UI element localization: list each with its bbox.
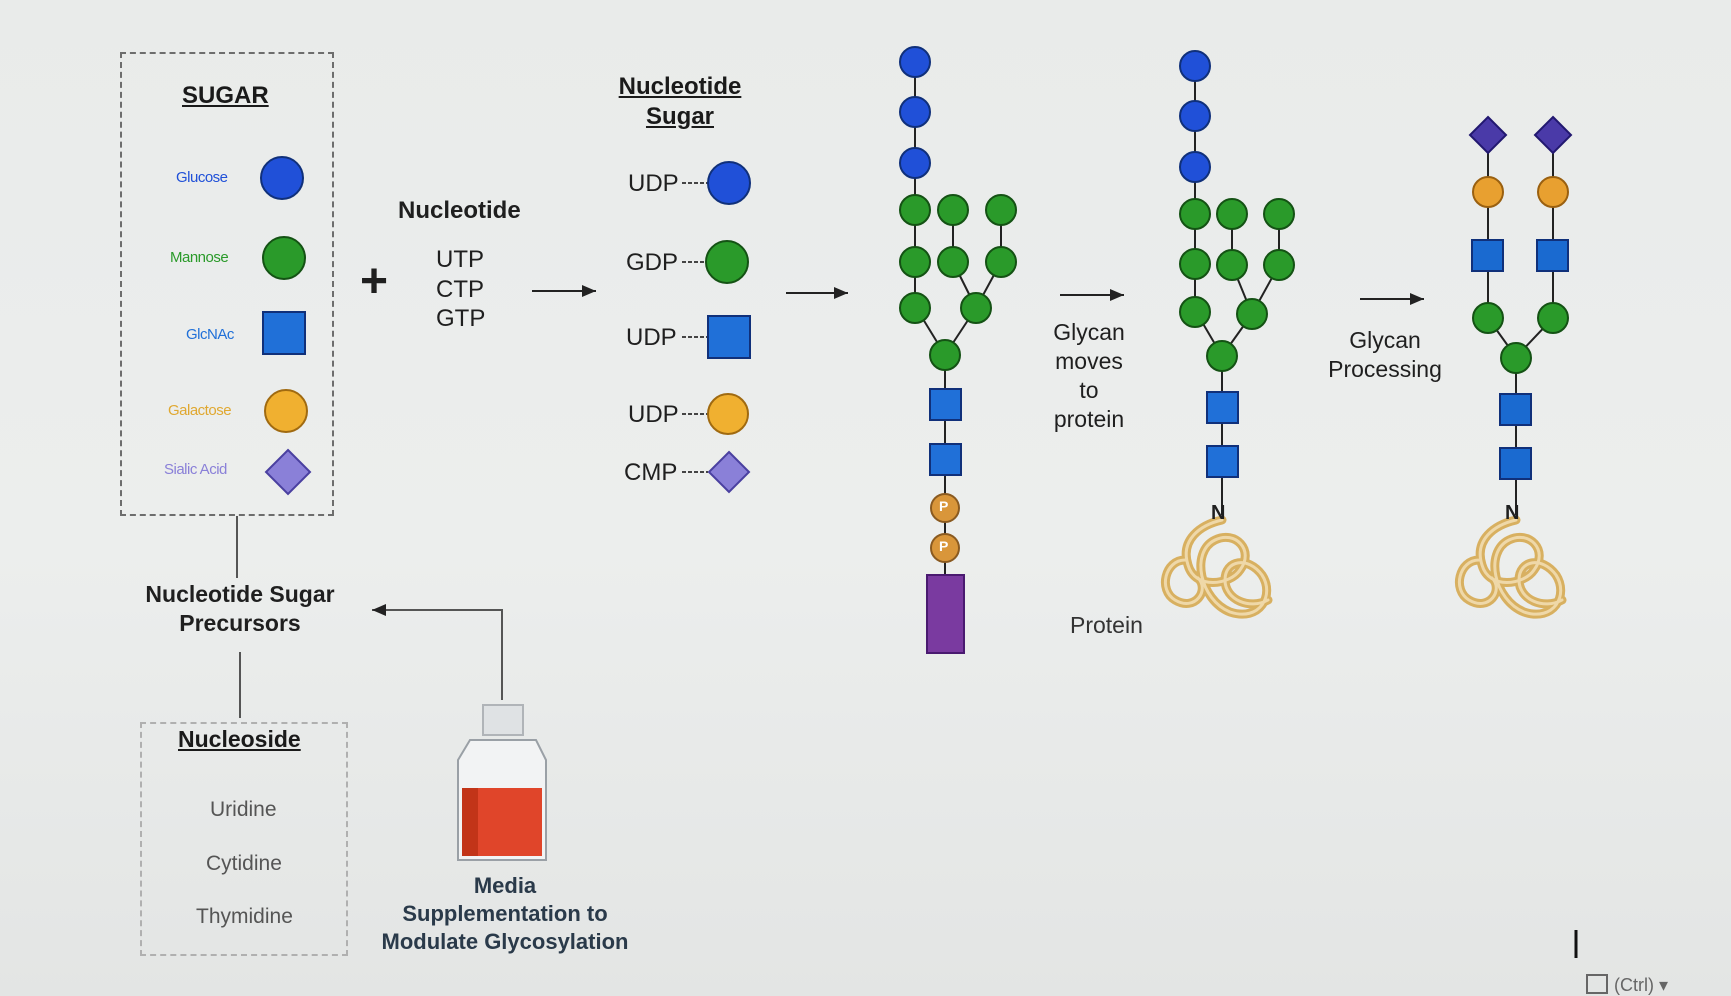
phosphate-icon	[930, 493, 960, 523]
lipid-linked-glycan	[899, 46, 1017, 654]
nucleotide-sugar-prefix-cmp-sialic: CMP	[624, 459, 678, 486]
udp-glucose-icon	[707, 161, 751, 205]
media-line3: Modulate Glycosylation	[381, 929, 629, 954]
nucleoside-cytidine: Cytidine	[206, 852, 282, 875]
protein-linked-glycan	[1161, 50, 1295, 619]
asparagine-letter: N	[1505, 502, 1520, 524]
nucleoside-box	[140, 722, 348, 956]
phosphate-letter: P	[939, 538, 949, 554]
paste-options-hint[interactable]: (Ctrl) ▾	[1586, 974, 1668, 996]
nucleoside-uridine: Uridine	[210, 798, 277, 821]
arrow-media-to-precursors	[372, 604, 503, 700]
gdp-mannose-icon	[705, 240, 749, 284]
asparagine-letter: N	[1211, 502, 1226, 524]
legend-shapes	[260, 156, 312, 496]
glycan-moves-line4: protein	[1053, 406, 1125, 432]
phosphate-icon	[930, 533, 960, 563]
glycan-moves-line1: Glycan	[1053, 319, 1125, 345]
media-bottle-icon	[457, 704, 547, 861]
processed-glycan	[1455, 115, 1573, 619]
galactose-icon	[264, 389, 308, 433]
nucleotide-sugar-prefix-udp-galactose: UDP	[628, 401, 679, 428]
nucleotide-ctp: CTP	[436, 276, 484, 303]
precursors-line2: Precursors	[179, 610, 301, 636]
sugar-legend-box	[120, 52, 334, 516]
nucleotide-sugar-shapes	[682, 161, 751, 494]
nucleotide-sugar-prefix-udp-glcnac: UDP	[626, 324, 677, 351]
legend-label-mannose: Mannose	[170, 249, 229, 266]
precursors-line1: Nucleotide Sugar	[145, 581, 335, 607]
sialic-acid-icon	[264, 448, 312, 496]
glycan-processing-label: Glycan Processing	[1310, 326, 1460, 384]
glycan-processing-line2: Processing	[1328, 356, 1442, 382]
plus-sign: +	[360, 255, 389, 308]
clipboard-icon	[1586, 974, 1608, 994]
udp-galactose-icon	[707, 393, 749, 435]
nucleotide-title: Nucleotide	[398, 197, 521, 224]
lipid-anchor	[926, 574, 965, 654]
protein-label: Protein	[1070, 612, 1143, 638]
nucleotide-sugar-title: Nucleotide Sugar	[610, 72, 750, 132]
paste-options-text: (Ctrl) ▾	[1614, 975, 1669, 995]
glycan-moves-label: Glycan moves to protein	[1034, 318, 1144, 434]
phosphate-letter: P	[939, 498, 949, 514]
precursors-label: Nucleotide Sugar Precursors	[130, 580, 350, 638]
nucleotide-sugar-title-line1: Nucleotide	[618, 73, 742, 100]
glucose-icon	[260, 156, 304, 200]
media-label: Media Supplementation to Modulate Glycos…	[350, 872, 660, 956]
nucleoside-thymidine: Thymidine	[196, 905, 293, 928]
mannose-icon	[262, 236, 306, 280]
nucleotide-sugar-prefix-udp-glucose: UDP	[628, 170, 679, 197]
media-line1: Media	[473, 873, 537, 898]
glycan-processing-line1: Glycan	[1349, 327, 1421, 353]
udp-glcnac-icon	[707, 315, 751, 359]
nucleotide-sugar-title-line2: Sugar	[645, 103, 714, 130]
glycan-moves-line2: moves	[1055, 348, 1123, 374]
nucleotide-gtp: GTP	[436, 305, 486, 332]
cmp-sialic-acid-icon	[707, 450, 751, 494]
media-line2: Supplementation to	[402, 901, 608, 926]
nucleoside-title: Nucleoside	[178, 726, 301, 752]
nucleotide-sugar-prefix-gdp-mannose: GDP	[626, 249, 679, 276]
legend-label-glucose: Glucose	[176, 169, 228, 186]
glcnac-icon	[262, 311, 306, 355]
glycan-moves-line3: to	[1079, 377, 1099, 403]
legend-label-glcnac: GlcNAc	[186, 326, 234, 343]
legend-label-sialic-acid: Sialic Acid	[164, 461, 227, 478]
nucleotide-utp: UTP	[436, 246, 484, 273]
legend-title: SUGAR	[182, 82, 269, 109]
legend-label-galactose: Galactose	[168, 402, 232, 419]
